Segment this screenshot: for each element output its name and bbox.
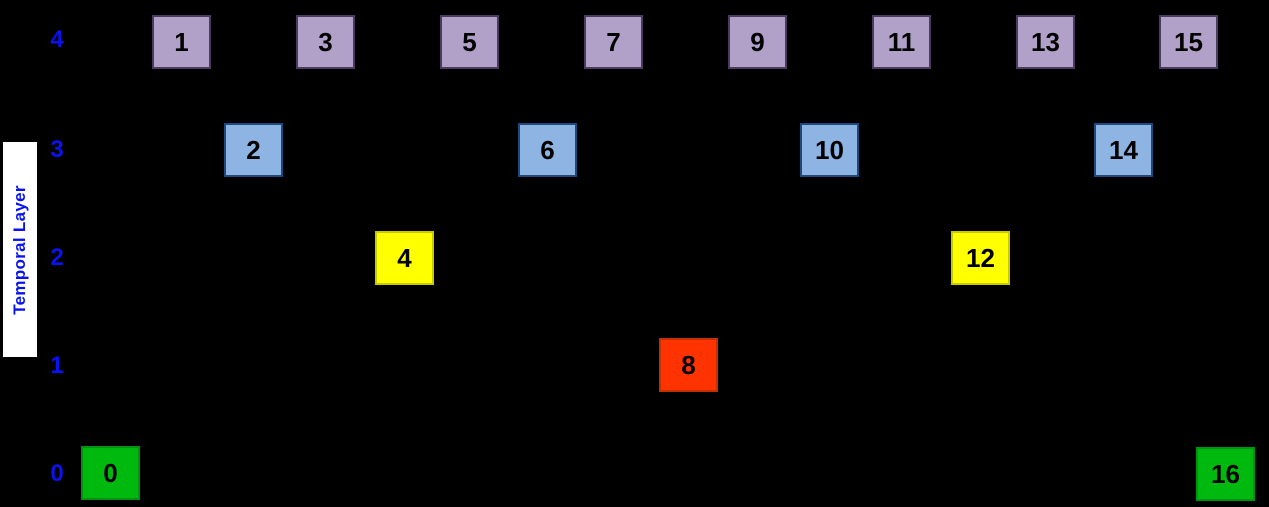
layer-tick-2: 2 xyxy=(50,244,64,271)
frame-node-2: 2 xyxy=(224,123,283,177)
frame-node-10: 10 xyxy=(800,123,859,177)
layer-tick-0: 0 xyxy=(50,460,64,487)
frame-node-0: 0 xyxy=(81,446,140,500)
frame-node-15: 15 xyxy=(1159,15,1218,69)
temporal-layer-axis-label: Temporal Layer xyxy=(10,184,30,315)
frame-node-9: 9 xyxy=(728,15,787,69)
frame-node-6: 6 xyxy=(518,123,577,177)
frame-node-14: 14 xyxy=(1094,123,1153,177)
frame-node-12: 12 xyxy=(951,231,1010,285)
frame-node-1: 1 xyxy=(152,15,211,69)
layer-tick-4: 4 xyxy=(50,26,64,53)
temporal-layer-axis-strip: Temporal Layer xyxy=(3,142,37,357)
frame-node-13: 13 xyxy=(1016,15,1075,69)
frame-node-5: 5 xyxy=(440,15,499,69)
layer-tick-1: 1 xyxy=(50,352,64,379)
frame-node-3: 3 xyxy=(296,15,355,69)
frame-node-4: 4 xyxy=(375,231,434,285)
frame-node-7: 7 xyxy=(584,15,643,69)
frame-node-8: 8 xyxy=(659,338,718,392)
layer-tick-3: 3 xyxy=(50,136,64,163)
frame-node-11: 11 xyxy=(872,15,931,69)
frame-node-16: 16 xyxy=(1196,447,1255,501)
